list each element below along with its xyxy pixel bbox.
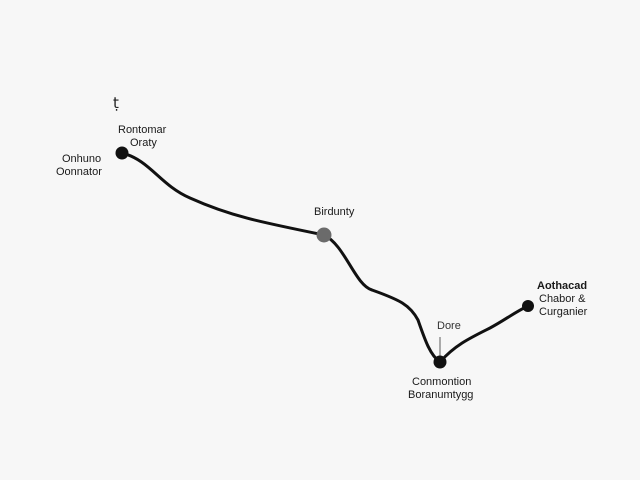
- low-label-line-2: Boranumtygg: [408, 389, 474, 401]
- low-callout-label: Dore: [437, 320, 461, 332]
- node-start: [115, 146, 129, 160]
- start-label-line-1: Onhuno: [62, 153, 102, 165]
- node-mid: [316, 227, 332, 243]
- node-end: [522, 300, 534, 312]
- node-low: [433, 355, 447, 369]
- connector-path: [120, 151, 442, 364]
- mid-label-line-1: Birdunty: [314, 206, 355, 218]
- end-label-line-2: Chabor &: [539, 293, 586, 305]
- end-label-line-3: Curganier: [539, 306, 588, 318]
- connector-path-rise: [438, 304, 530, 364]
- top-mark: ṭ: [113, 94, 119, 112]
- start-side-label-line-1: Rontomar: [118, 124, 167, 136]
- start-label-line-2: Oonnator: [56, 166, 102, 178]
- end-label-line-1: Aothacad: [537, 280, 588, 292]
- low-label: Conmontion Boranumtygg: [408, 376, 473, 402]
- end-label: Aothacad Chabor & Curganier: [535, 280, 587, 319]
- mid-label: Birdunty: [314, 206, 354, 219]
- start-side-label: Rontomar Oraty: [118, 124, 166, 150]
- start-side-label-line-2: Oraty: [130, 137, 157, 149]
- start-label: Onhuno Oonnator: [56, 153, 102, 179]
- low-label-line-1: Conmontion: [412, 376, 472, 388]
